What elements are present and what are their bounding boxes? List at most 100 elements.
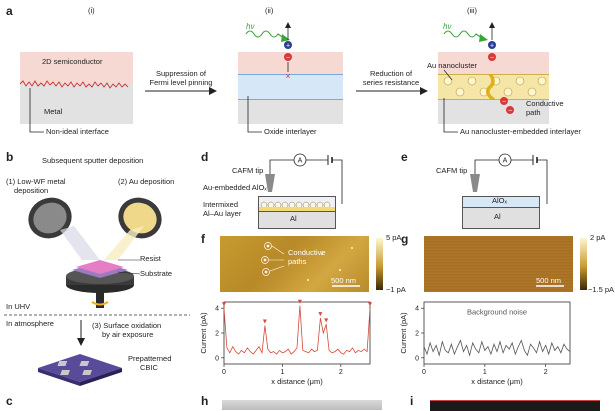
chart-g-ytick-label-2: 4 bbox=[415, 306, 419, 313]
scalebar-g-text: 500 nm bbox=[536, 276, 562, 285]
chart-g-xlabel: x distance (μm) bbox=[471, 377, 523, 386]
chart-f-series-line bbox=[223, 305, 371, 355]
chart-g-ytick-label-1: 2 bbox=[415, 331, 419, 338]
resist-substrate-leaders bbox=[118, 259, 141, 275]
semiconductor-layer-iii bbox=[438, 52, 549, 74]
arrow2-text-1: Reduction of bbox=[369, 69, 413, 78]
chart-f-plot-frame bbox=[223, 301, 371, 365]
au-embedded-leader-line bbox=[443, 98, 458, 133]
au-nanocluster-leader bbox=[443, 69, 453, 81]
chart-f-peak-arrow-0 bbox=[222, 302, 226, 307]
background-noise-text: Background noise bbox=[467, 307, 527, 316]
colorbar-f-max: 5 pA bbox=[386, 233, 402, 242]
semiconductor-text: 2D semiconductor bbox=[42, 57, 103, 66]
au-aiox-text: Au-embedded AlOₓ bbox=[203, 183, 267, 192]
chart-f-ytick-label-1: 2 bbox=[215, 331, 219, 338]
down-arrow-icon bbox=[77, 320, 85, 346]
panel-b-label: b bbox=[6, 150, 14, 164]
panel-d-label: d bbox=[201, 150, 209, 164]
colorbar-f bbox=[376, 238, 383, 290]
chart-f-xlabel: x distance (μm) bbox=[271, 377, 323, 386]
chart-g-xtick-label-1: 1 bbox=[483, 369, 487, 376]
substrate-text: Substrate bbox=[140, 269, 173, 278]
au-embedded-interlayer-text: Au nanocluster-embedded interlayer bbox=[460, 127, 581, 136]
chart-f-xtick-label-1: 1 bbox=[280, 369, 284, 376]
cafm-map-g bbox=[424, 236, 573, 292]
au-deposition-text: (2) Au deposition bbox=[118, 177, 175, 186]
al-layer-d bbox=[258, 211, 336, 229]
chart-f-peak-arrow-14 bbox=[262, 319, 267, 324]
svg-text:−: − bbox=[286, 55, 290, 62]
ammeter-e-text: A bbox=[503, 158, 508, 165]
panel-i-label: i bbox=[410, 394, 414, 408]
non-ideal-leader-line bbox=[29, 88, 44, 133]
light-excitation-icon-ii: + − × bbox=[245, 22, 292, 81]
metal-text: Metal bbox=[44, 107, 63, 116]
scalebar-f-text: 500 nm bbox=[331, 276, 357, 285]
non-ideal-interface-wave bbox=[20, 80, 129, 89]
intermixed-text-1: Intermixed bbox=[203, 200, 239, 209]
surface-oxidation-text-1: (3) Surface oxidation bbox=[92, 321, 162, 330]
colorbar-g-max: 2 pA bbox=[590, 233, 606, 242]
subpanel-ii-label: (ii) bbox=[265, 6, 274, 15]
conductive-paths-text-2: paths bbox=[288, 257, 307, 266]
panel-a-label: a bbox=[6, 4, 13, 18]
chart-f-xtick-label-2: 2 bbox=[339, 369, 343, 376]
image-i-strip bbox=[430, 400, 600, 411]
hv-label-iii: hν bbox=[443, 22, 452, 31]
in-atmosphere-text: In atmosphere bbox=[6, 319, 54, 328]
low-wf-text-2: deposition bbox=[14, 186, 49, 195]
minus-charges: − − bbox=[500, 97, 514, 115]
semiconductor-layer bbox=[20, 52, 133, 84]
oxide-leader-line bbox=[247, 96, 262, 133]
panel-e-label: e bbox=[401, 150, 408, 164]
chart-g-xtick-label-0: 0 bbox=[422, 369, 426, 376]
surface-oxidation-text-2: by air exposure bbox=[102, 330, 154, 339]
chart-f-peak-arrow-26 bbox=[297, 299, 302, 304]
chart-g-ylabel: Current (pA) bbox=[400, 312, 408, 354]
al-text-e: Al bbox=[494, 212, 501, 221]
ammeter-d-text: A bbox=[298, 158, 303, 165]
prepatterned-text-2: CBIC bbox=[140, 363, 158, 372]
resist-text: Resist bbox=[140, 254, 161, 263]
hv-label-ii: hν bbox=[246, 22, 255, 31]
arrow1-text-1: Suppression of bbox=[155, 69, 207, 78]
chart-f-peak-arrow-35 bbox=[324, 318, 329, 323]
subpanel-i-label: (i) bbox=[88, 6, 95, 15]
cafm-tip-text-e: CAFM tip bbox=[436, 166, 468, 175]
panel-c-label: c bbox=[6, 394, 13, 408]
panel-f-label: f bbox=[201, 232, 205, 246]
svg-text:−: − bbox=[508, 108, 512, 115]
semiconductor-layer-ii bbox=[238, 52, 343, 74]
chart-f-ylabel: Current (pA) bbox=[200, 312, 208, 354]
chart-g-ytick-label-0: 0 bbox=[415, 355, 419, 362]
conductive-path-text-2: path bbox=[526, 108, 541, 117]
conductive-paths-text-1: Conductive bbox=[288, 248, 326, 257]
sputter-diagram bbox=[28, 197, 162, 308]
colorbar-f-min: −1 pA bbox=[386, 285, 406, 294]
cbic-chip bbox=[38, 354, 122, 386]
uhv-divider bbox=[4, 314, 190, 316]
cafm-tip-text-d: CAFM tip bbox=[232, 166, 264, 175]
chart-f-peak-arrow-33 bbox=[318, 312, 323, 317]
metal-layer bbox=[20, 84, 133, 124]
image-h-strip bbox=[222, 400, 382, 410]
cafm-setup-d: A bbox=[265, 153, 343, 204]
chart-f-ytick-label-2: 4 bbox=[215, 306, 219, 313]
chart-g-series-line bbox=[423, 339, 571, 357]
chart-f-xtick-label-0: 0 bbox=[222, 369, 226, 376]
svg-text:+: + bbox=[490, 43, 494, 50]
arrow2-text-2: series resistance bbox=[362, 78, 420, 87]
colorbar-g bbox=[580, 238, 587, 290]
al-text-d: Al bbox=[290, 214, 297, 223]
cafm-map-f bbox=[220, 236, 369, 292]
arrow2-icon bbox=[356, 87, 428, 95]
svg-text:−: − bbox=[502, 99, 506, 106]
non-ideal-interface-text: Non-ideal interface bbox=[46, 127, 109, 136]
arrow1-text-2: Fermi level pinning bbox=[149, 78, 213, 87]
al-layer-e bbox=[462, 207, 540, 229]
sputter-title: Subsequent sputter deposition bbox=[42, 156, 144, 165]
panel-g-label: g bbox=[401, 232, 409, 246]
subpanel-iii-label: (iii) bbox=[467, 6, 477, 15]
